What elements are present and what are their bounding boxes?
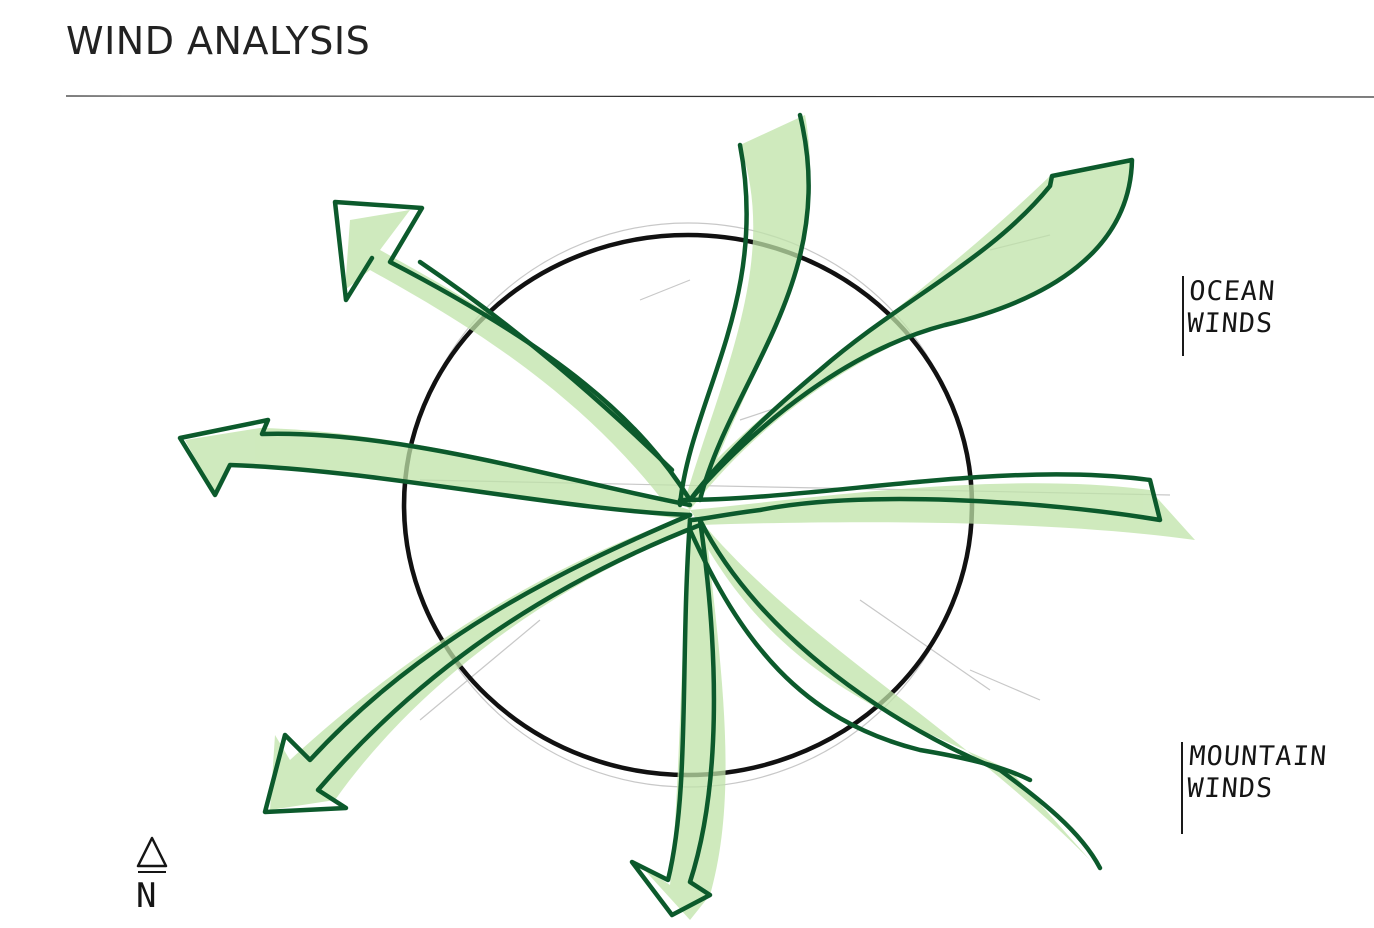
- ocean-winds-line2: WINDS: [1186, 308, 1275, 340]
- mountain-winds-bar: [1181, 742, 1183, 834]
- separator-line: [66, 96, 1374, 97]
- north-label: N: [136, 876, 156, 916]
- mountain-winds-line1: MOUNTAIN: [1188, 741, 1328, 773]
- wind-arrow-southeast: [700, 520, 1100, 868]
- ocean-winds-label: OCEAN WINDS: [1186, 276, 1277, 341]
- mountain-winds-line2: WINDS: [1186, 773, 1326, 805]
- ocean-winds-bar: [1182, 276, 1184, 356]
- mountain-winds-label: MOUNTAIN WINDS: [1186, 741, 1329, 806]
- ocean-winds-line1: OCEAN: [1188, 276, 1277, 308]
